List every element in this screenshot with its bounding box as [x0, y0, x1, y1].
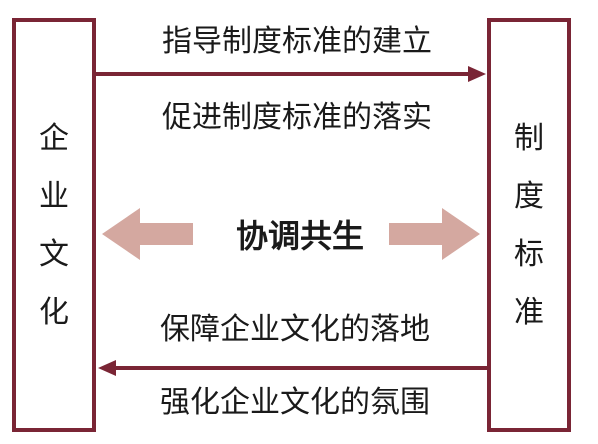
arrow-to-right — [96, 66, 486, 82]
corporate-culture-box: 企 业 文 化 — [12, 18, 96, 432]
top-label-2: 促进制度标准的落实 — [162, 100, 432, 135]
box-char: 业 — [39, 179, 69, 214]
standards-system-box: 制 度 标 准 — [487, 18, 571, 432]
box-char: 度 — [514, 179, 544, 214]
box-char: 标 — [514, 237, 544, 272]
bottom-label-1: 保障企业文化的落地 — [160, 312, 430, 347]
box-char: 准 — [514, 295, 544, 330]
box-char: 化 — [39, 295, 69, 330]
bottom-label-2: 强化企业文化的氛围 — [160, 385, 430, 420]
top-label-1: 指导制度标准的建立 — [162, 24, 432, 59]
arrow-to-left — [98, 360, 487, 376]
box-char: 文 — [39, 237, 69, 272]
box-char: 制 — [514, 121, 544, 156]
wide-arrow-right — [389, 208, 480, 260]
center-label: 协调共生 — [235, 217, 364, 255]
wide-arrow-left — [102, 208, 193, 260]
box-char: 企 — [39, 121, 69, 156]
